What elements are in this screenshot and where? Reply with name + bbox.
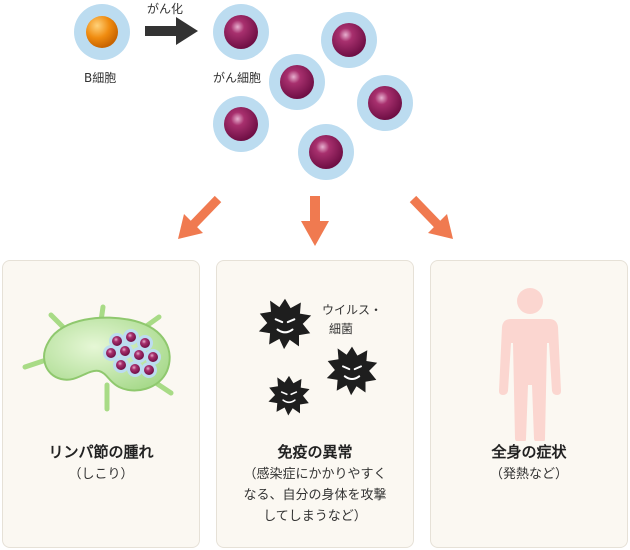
virus-label: ウイルス・ 細菌 — [322, 303, 383, 336]
card-subtitle: （しこり） — [68, 467, 134, 482]
germs-icon — [257, 297, 379, 417]
cancer-cell-label: がん細胞 — [213, 71, 262, 85]
transform-arrow-icon — [145, 17, 198, 45]
b-cell — [74, 4, 130, 60]
card-title: リンパ節の腫れ — [48, 443, 154, 461]
human-body-icon — [499, 288, 561, 441]
cancer-cell — [213, 96, 269, 152]
transform-label: がん化 — [147, 2, 184, 16]
lymph-node-icon — [22, 304, 174, 412]
cancer-cell — [269, 54, 325, 110]
card-title: 全身の症状 — [491, 443, 567, 461]
card-subtitle: （感染症にかかりやすく なる、自分の身体を攻撃 してしまうなど） — [243, 467, 387, 524]
arrow-right-down-icon — [409, 195, 453, 239]
cancer-cell — [321, 12, 377, 68]
arrow-down-icon — [301, 196, 329, 246]
b-cell-label: B細胞 — [84, 71, 117, 85]
card-lymph-node: リンパ節の腫れ （しこり） — [2, 260, 200, 548]
cancer-cell — [357, 75, 413, 131]
card-subtitle: （発熱など） — [489, 467, 568, 482]
card-systemic-symptoms: 全身の症状 （発熱など） — [430, 260, 628, 548]
cancer-cell — [298, 124, 354, 180]
cancer-cell — [213, 4, 269, 60]
top-illustration — [74, 4, 453, 246]
card-immune-abnormality: ウイルス・ 細菌 免疫の異常 （感染症にかかりやすく なる、自分の身体を攻撃 し… — [216, 260, 414, 548]
arrow-left-down-icon — [178, 195, 222, 239]
card-title: 免疫の異常 — [277, 443, 353, 461]
